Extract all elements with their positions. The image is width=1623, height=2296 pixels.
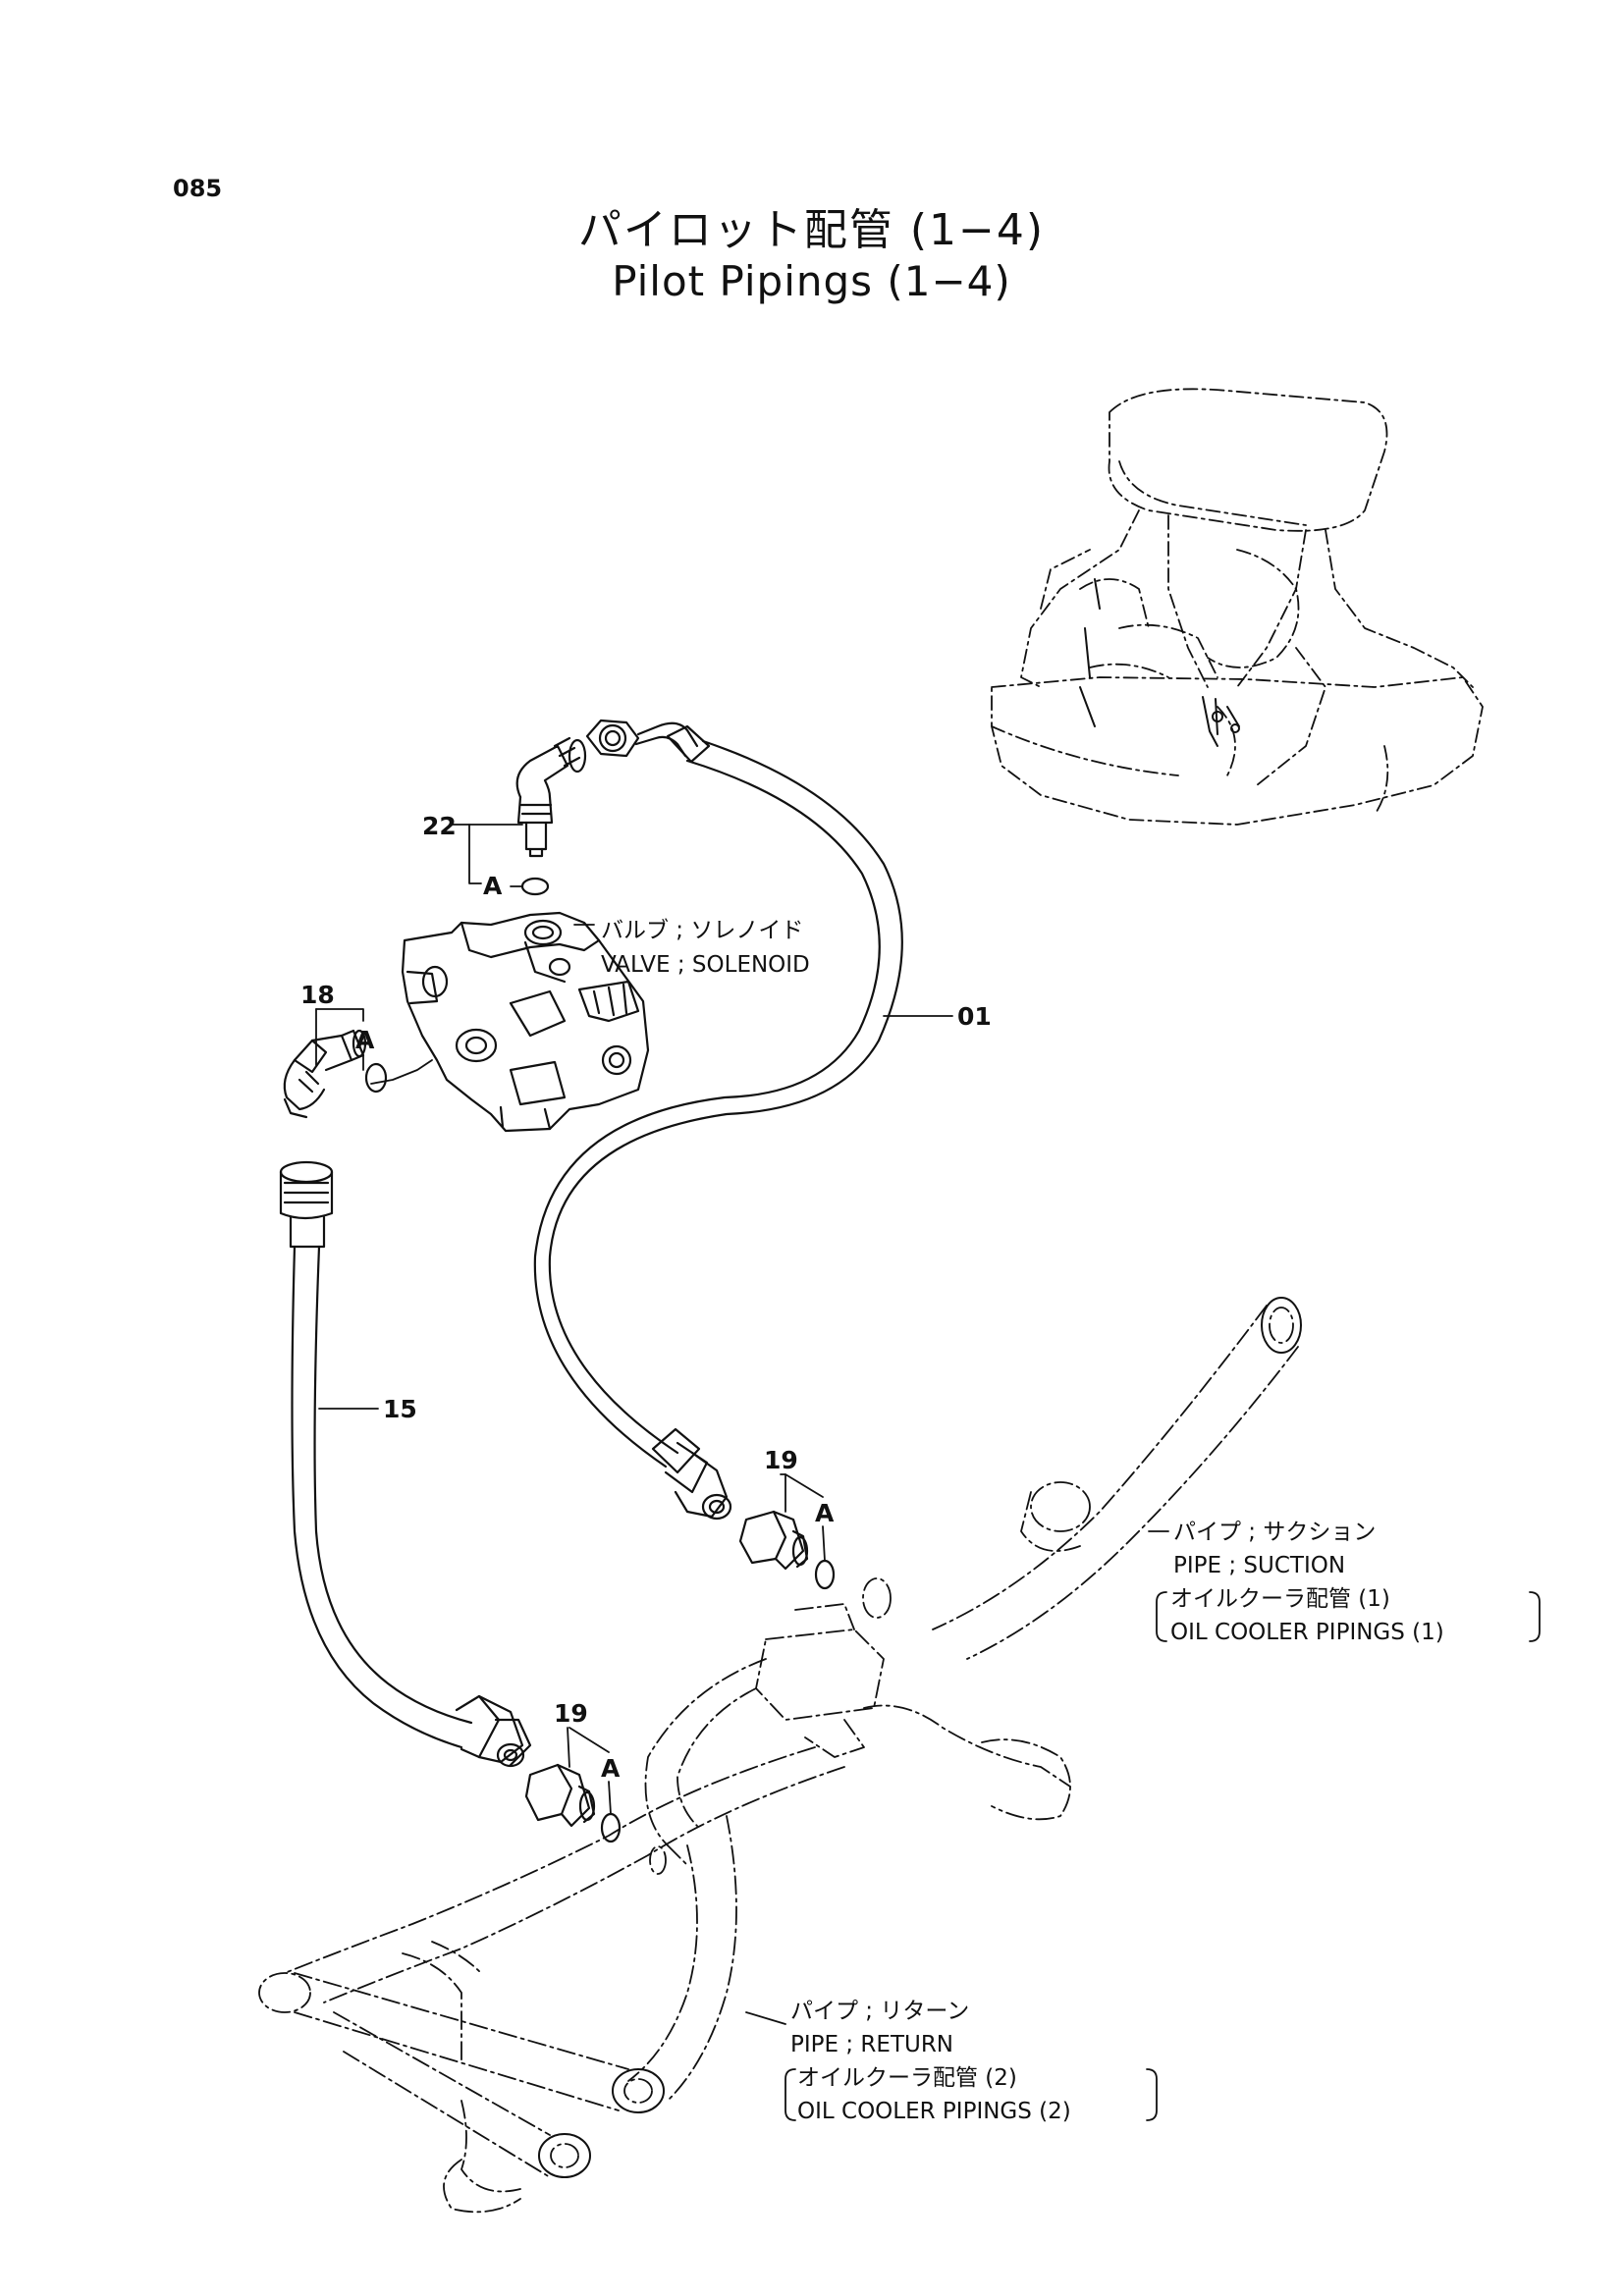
callout-15: 15 [383, 1395, 417, 1423]
straight-fitting-19b-drawing [524, 1763, 596, 1828]
hose-15-drawing [279, 1160, 532, 1768]
oil-cooler-pipes-drawing [258, 1297, 1302, 2214]
return-label-en: PIPE ; RETURN [790, 2032, 953, 2057]
suction-label-en: PIPE ; SUCTION [1173, 1553, 1345, 1578]
callout-19-lower: 19 [554, 1699, 588, 1728]
o-ring-22 [520, 877, 550, 896]
callout-19-upper: 19 [764, 1446, 798, 1474]
return-label-jp: パイプ ; リターン [790, 1999, 969, 2024]
title-english: Pilot Pipings (1−4) [612, 257, 1011, 305]
suction-label-jp: パイプ ; サクション [1173, 1520, 1376, 1545]
o-ring-18 [364, 1062, 388, 1094]
valve-label-jp: バルブ ; ソレノイド [601, 918, 803, 943]
return-ref-en: OIL COOLER PIPINGS (2) [797, 2099, 1071, 2124]
callout-18: 18 [300, 981, 335, 1009]
title-japanese: パイロット配管 (1−4) [577, 205, 1046, 255]
callout-22: 22 [422, 812, 457, 840]
suction-ref-en: OIL COOLER PIPINGS (1) [1170, 1620, 1444, 1645]
solenoid-valve-drawing [401, 911, 650, 1133]
elbow-fitting-22-drawing [515, 736, 587, 858]
elbow-fitting-18-drawing [283, 1029, 367, 1119]
suction-ref-jp: オイルクーラ配管 (1) [1170, 1586, 1390, 1612]
machine-overview-illustration [991, 388, 1484, 826]
hose-01-drawing [533, 721, 903, 1521]
callout-a-19-lower: A [601, 1754, 621, 1783]
o-ring-19a [814, 1559, 836, 1590]
callout-a-22: A [483, 872, 503, 900]
return-ref-jp: オイルクーラ配管 (2) [797, 2065, 1017, 2091]
page-number: 085 [173, 175, 223, 202]
valve-label-en: VALVE ; SOLENOID [601, 952, 810, 978]
callout-a-18: A [355, 1026, 375, 1054]
callout-a-19-upper: A [815, 1499, 835, 1527]
straight-fitting-19a-drawing [738, 1510, 809, 1571]
leader-lines [315, 824, 1541, 2121]
hose-01-nut [585, 719, 640, 758]
callout-01: 01 [957, 1002, 992, 1031]
